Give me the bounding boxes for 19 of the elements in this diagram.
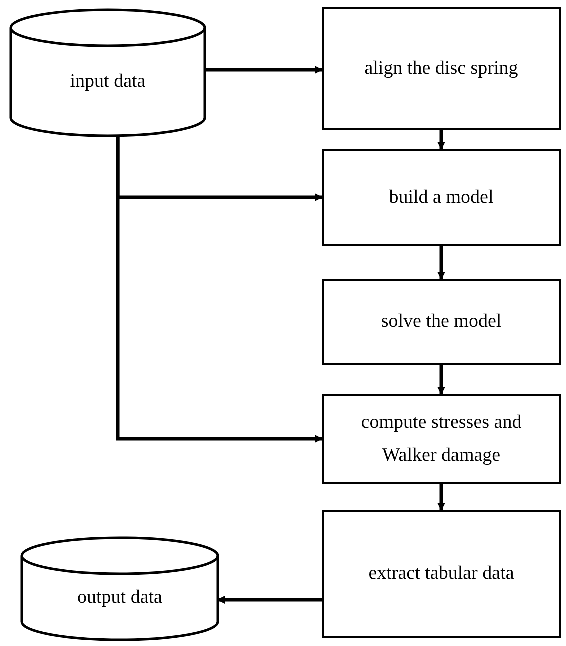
node-label: extract tabular data	[368, 562, 514, 586]
arrow	[438, 484, 446, 511]
process-box	[322, 510, 561, 638]
node-label: build a model	[389, 186, 494, 210]
node-label: compute stresses and Walker damage	[360, 410, 523, 468]
process-box	[322, 279, 561, 365]
node-label: align the disc spring	[364, 56, 518, 81]
node-label: output data	[78, 586, 162, 610]
process-box	[322, 149, 561, 246]
process-box	[322, 7, 561, 130]
node-label: input data	[70, 70, 146, 94]
arrow	[438, 246, 446, 280]
arrow	[217, 596, 322, 604]
arrow	[116, 136, 323, 443]
arrow	[205, 66, 323, 74]
process-box	[322, 394, 561, 484]
arrow	[438, 130, 446, 150]
node-label: solve the model	[381, 310, 502, 334]
arrow	[438, 365, 446, 395]
